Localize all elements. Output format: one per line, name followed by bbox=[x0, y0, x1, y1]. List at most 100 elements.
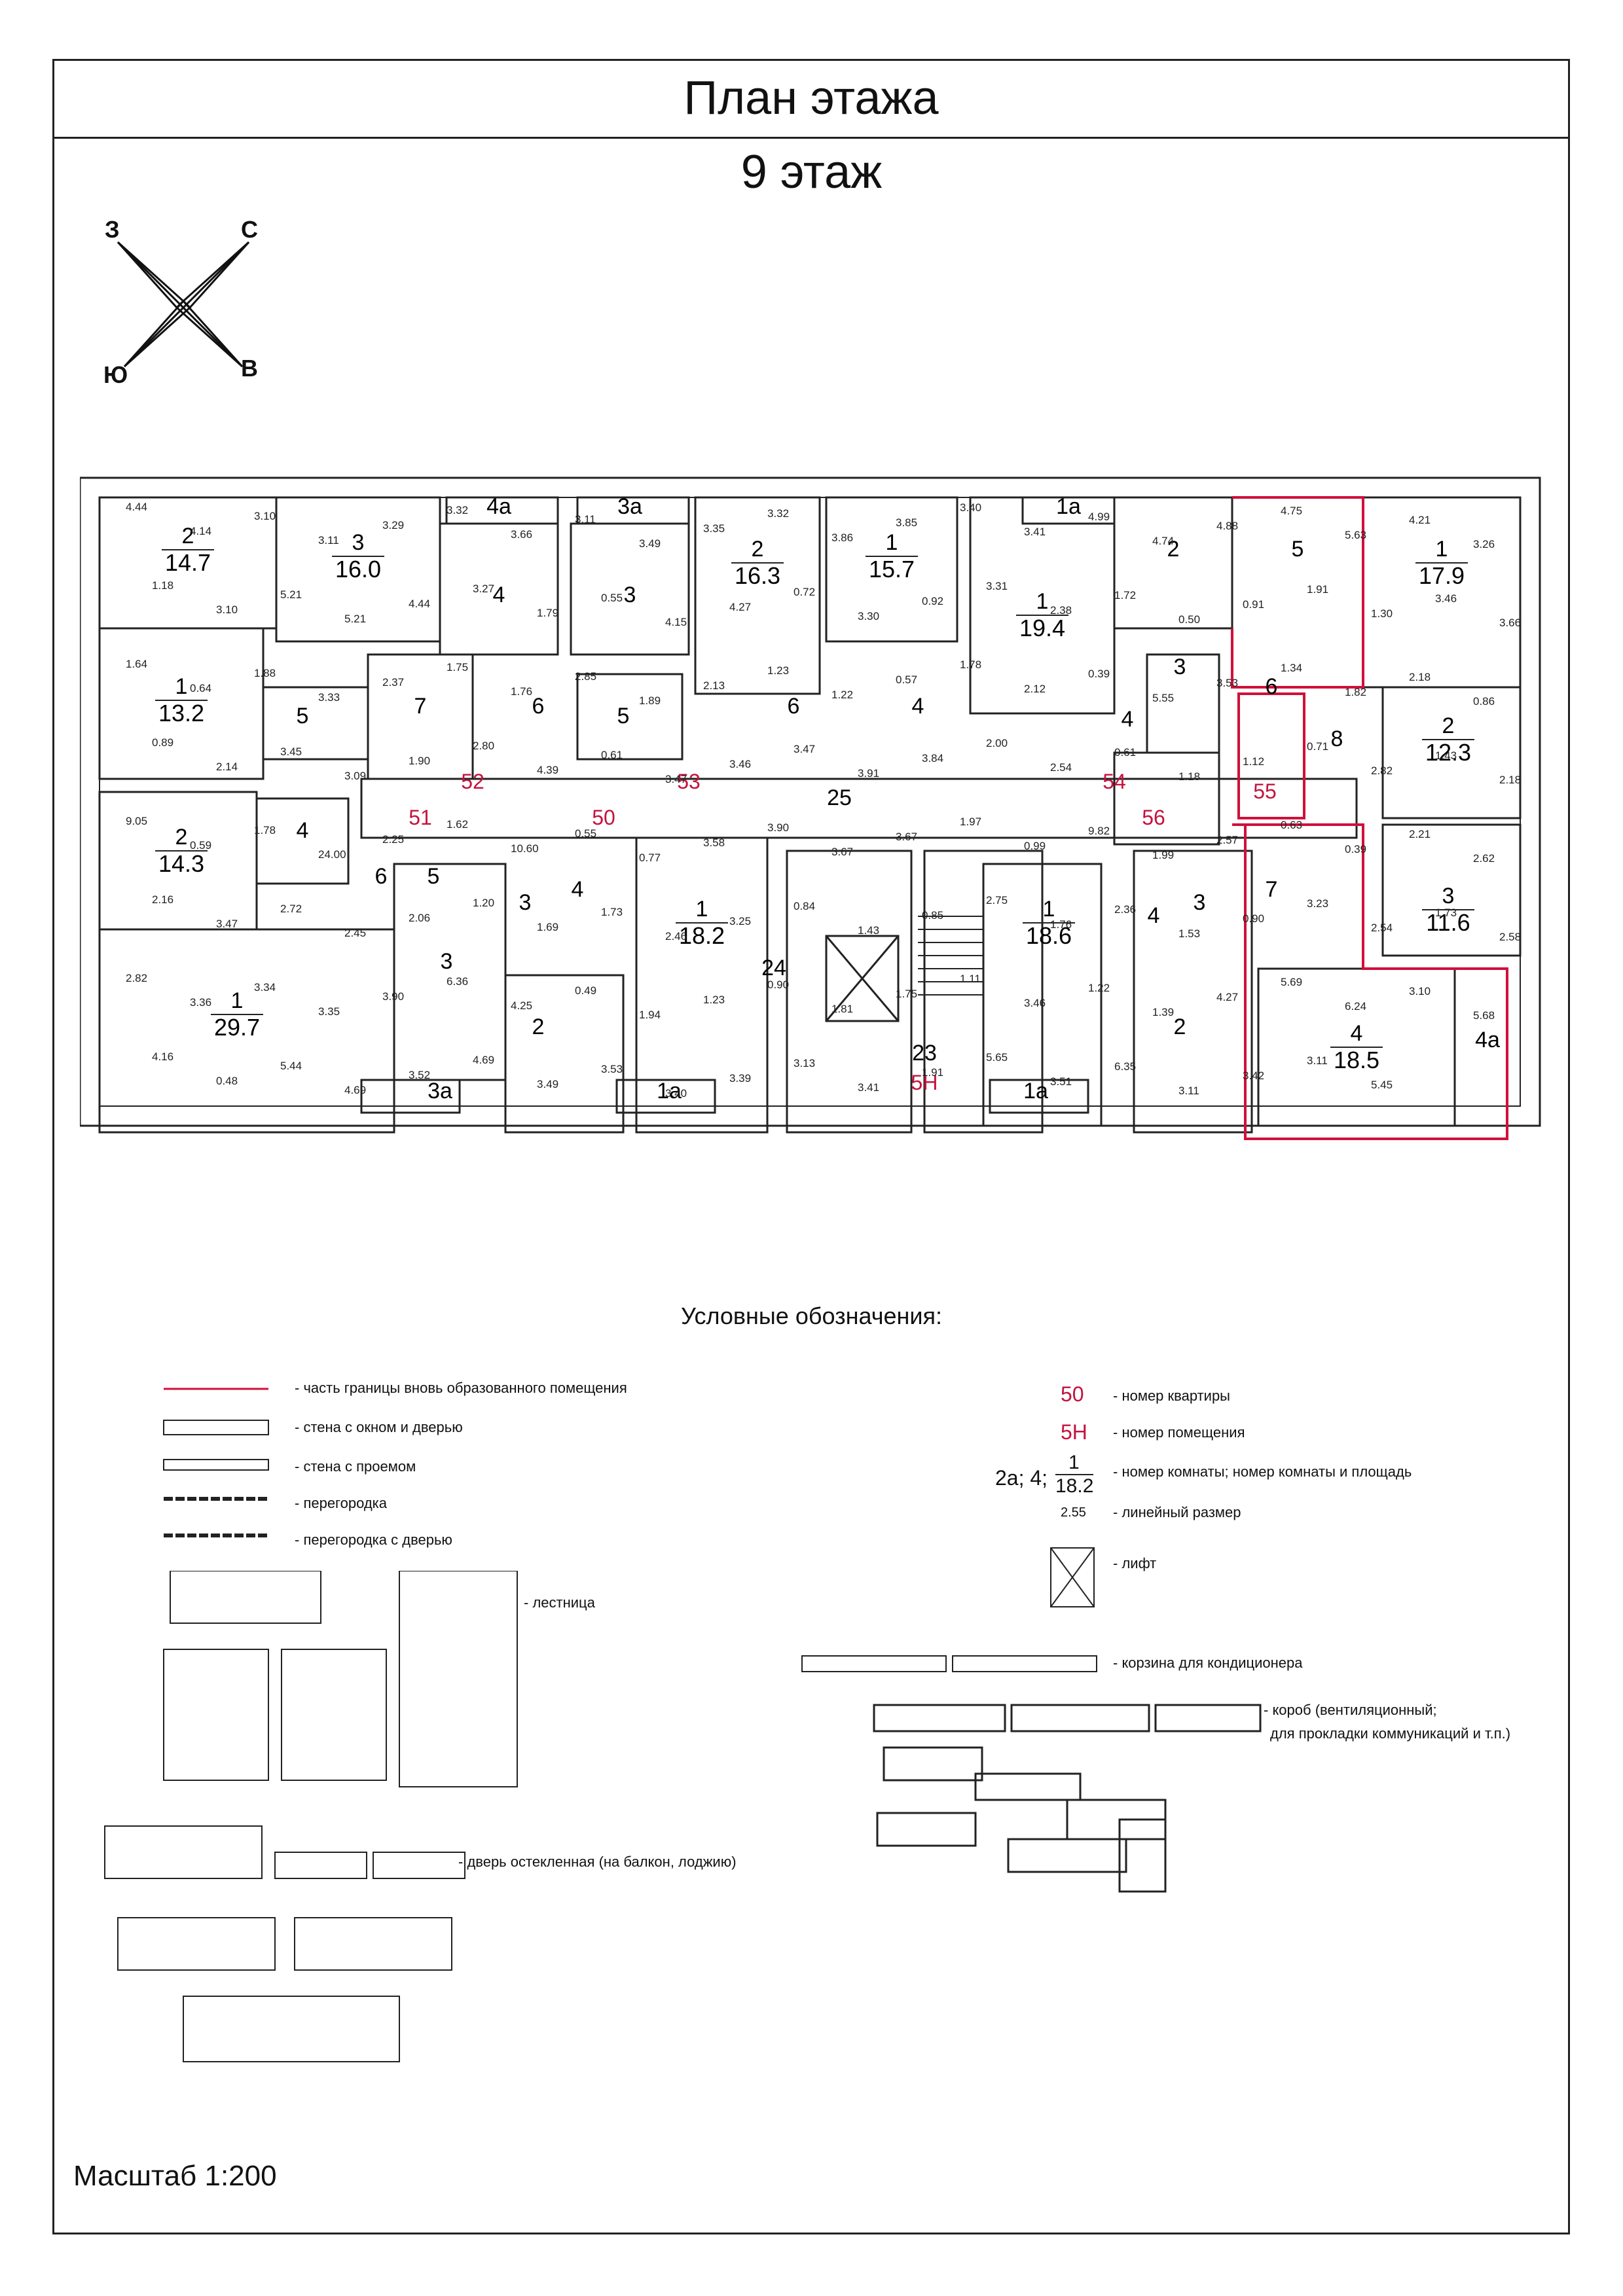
apartment-number: 53 bbox=[677, 770, 701, 793]
dimension-label: 3.10 bbox=[1409, 985, 1431, 997]
room-number: 3 bbox=[519, 890, 532, 915]
dimension-label: 1.78 bbox=[960, 658, 981, 671]
dimension-label: 0.72 bbox=[793, 586, 815, 598]
dimension-label: 3.26 bbox=[1473, 538, 1495, 550]
dimension-label: 0.49 bbox=[575, 984, 596, 997]
dimension-label: 4.15 bbox=[665, 616, 687, 628]
dimension-label: 1.11 bbox=[960, 973, 981, 985]
dimension-label: 1.91 bbox=[922, 1066, 943, 1079]
dimension-label: 1.69 bbox=[537, 921, 558, 933]
room-number: 1а bbox=[1056, 494, 1081, 519]
room-number: 3а bbox=[428, 1079, 452, 1103]
dimension-label: 0.91 bbox=[1243, 598, 1264, 611]
dimension-label: 9.82 bbox=[1088, 825, 1110, 837]
dimension-label: 1.81 bbox=[831, 1003, 853, 1015]
dimension-label: 3.53 bbox=[1216, 677, 1238, 689]
legend-glass-door-symbols bbox=[104, 1825, 465, 2062]
dimension-label: 1.94 bbox=[639, 1009, 661, 1021]
room-number: 4а bbox=[1475, 1028, 1500, 1052]
dimension-label: 4.39 bbox=[537, 764, 558, 776]
room-area: 29.7 bbox=[214, 1014, 260, 1041]
dimension-label: 3.13 bbox=[793, 1057, 815, 1069]
dimension-label: 1.18 bbox=[152, 579, 173, 592]
dimension-label: 2.75 bbox=[986, 894, 1008, 906]
dimension-label: 9.05 bbox=[126, 815, 147, 827]
legend-room-sample-num: 1 bbox=[1068, 1452, 1080, 1473]
dimension-label: 3.90 bbox=[382, 990, 404, 1003]
dimension-label: 1.75 bbox=[896, 988, 917, 1000]
dimension-label: 0.59 bbox=[190, 839, 211, 852]
dimension-label: 3.36 bbox=[190, 996, 211, 1009]
dimension-label: 3.84 bbox=[922, 752, 943, 764]
dimension-label: 0.55 bbox=[601, 592, 623, 604]
dimension-label: 1.72 bbox=[1114, 589, 1136, 601]
dimension-label: 1.97 bbox=[960, 816, 981, 828]
dimension-label: 0.89 bbox=[152, 736, 173, 749]
room-number: 1а bbox=[657, 1079, 682, 1103]
dimension-label: 1.22 bbox=[1088, 982, 1110, 994]
dimension-label: 0.92 bbox=[922, 595, 943, 607]
room-area: 18.2 bbox=[679, 922, 725, 949]
dimension-label: 1.43 bbox=[858, 924, 879, 937]
dimension-label: 2.54 bbox=[1371, 922, 1393, 934]
dimension-label: 4.99 bbox=[1088, 511, 1110, 523]
dimension-label: 4.27 bbox=[1216, 991, 1238, 1003]
legend-duct-text-1: - короб (вентиляционный; bbox=[1264, 1702, 1437, 1718]
legend-wall-window-door: - стена с окном и дверью bbox=[295, 1419, 463, 1435]
dimension-label: 1.30 bbox=[1371, 607, 1393, 620]
room-number: 8 bbox=[1331, 726, 1343, 751]
page-title: План этажа bbox=[52, 59, 1570, 139]
room-area: 18.6 bbox=[1026, 922, 1072, 949]
outer-wall bbox=[80, 476, 1541, 1127]
room-number: 23 bbox=[912, 1041, 937, 1066]
dimension-label: 0.61 bbox=[601, 749, 623, 761]
legend-wall-opening: - стена с проемом bbox=[295, 1458, 416, 1475]
dimension-label: 6.35 bbox=[1114, 1060, 1136, 1073]
dimension-label: 0.85 bbox=[922, 909, 943, 922]
dimension-label: 3.32 bbox=[447, 504, 468, 516]
legend-apt-text: - номер квартиры bbox=[1113, 1388, 1230, 1404]
dimension-label: 3.67 bbox=[896, 831, 917, 843]
dimension-label: 4.16 bbox=[152, 1050, 173, 1063]
dimension-label: 1.76 bbox=[1050, 918, 1072, 931]
dimension-label: 3.39 bbox=[729, 1072, 751, 1085]
dimension-label: 3.11 bbox=[575, 513, 596, 526]
dimension-label: 5.69 bbox=[1281, 976, 1302, 988]
room-number: 5 bbox=[297, 704, 309, 728]
room-number: 1 bbox=[1043, 897, 1055, 922]
compass-rose: З С Ю В bbox=[92, 216, 288, 399]
room-number: 3 bbox=[1442, 884, 1455, 908]
dimension-label: 3.23 bbox=[1307, 897, 1328, 910]
dimension-label: 2.14 bbox=[216, 761, 238, 773]
floor-title: 9 этаж bbox=[740, 146, 883, 198]
dimension-label: 0.57 bbox=[896, 673, 917, 686]
dimension-label: 3.27 bbox=[473, 583, 494, 595]
room-number: 4 bbox=[1148, 903, 1160, 928]
room-number: 2 bbox=[532, 1014, 545, 1039]
dimension-label: 0.90 bbox=[1243, 912, 1264, 925]
dimension-label: 3.11 bbox=[1178, 1085, 1199, 1097]
legend-ac-symbols bbox=[801, 1655, 1097, 1672]
room-area: 13.2 bbox=[158, 700, 204, 726]
room-number: 7 bbox=[1266, 877, 1278, 902]
room-number: 24 bbox=[761, 956, 786, 980]
room-number: 1 bbox=[1036, 589, 1049, 614]
dimension-label: 4.69 bbox=[473, 1054, 494, 1066]
room-number: 3 bbox=[1174, 655, 1186, 679]
legend-stairs: - лестница bbox=[524, 1594, 595, 1611]
room-number: 4 bbox=[912, 694, 924, 719]
room-area: 11.6 bbox=[1426, 909, 1470, 936]
dimension-label: 0.48 bbox=[216, 1075, 238, 1087]
room-number: 3а bbox=[617, 494, 642, 519]
scale-label: Масштаб 1:200 bbox=[73, 2160, 277, 2192]
dimension-label: 2.37 bbox=[382, 676, 404, 689]
apartment-number: 56 bbox=[1142, 806, 1165, 829]
room-number: 25 bbox=[827, 785, 852, 810]
dimension-label: 3.11 bbox=[1307, 1054, 1328, 1067]
legend-duct-text-2: для прокладки коммуникаций и т.п.) bbox=[1270, 1725, 1511, 1742]
compass-south: Ю bbox=[103, 361, 128, 388]
dimension-label: 3.42 bbox=[1243, 1069, 1264, 1082]
dimension-label: 3.34 bbox=[254, 981, 276, 994]
dimension-label: 5.65 bbox=[986, 1051, 1008, 1064]
